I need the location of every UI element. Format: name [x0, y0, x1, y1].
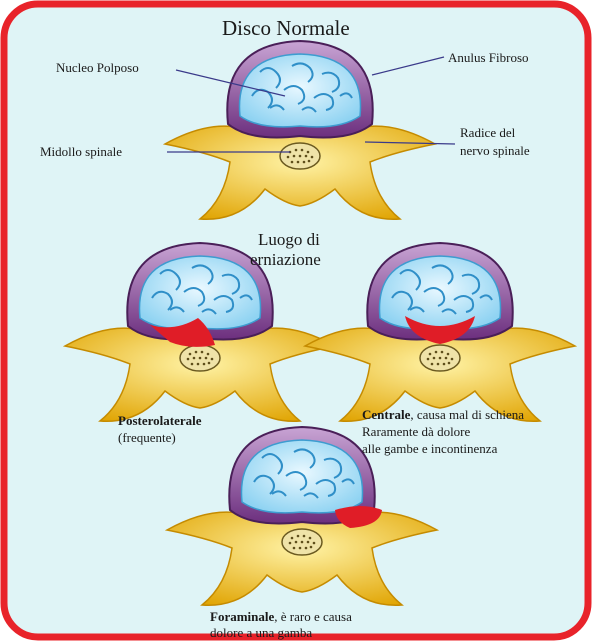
- label-radice-line2: nervo spinale: [460, 143, 530, 159]
- caption-centrale-bold: Centrale: [362, 407, 410, 422]
- caption-foraminale-rest: , è raro e causa: [274, 609, 352, 624]
- caption-centrale-rest: , causa mal di schiena: [410, 407, 524, 422]
- caption-posterolaterale-bold: Posterolaterale: [118, 413, 202, 428]
- label-midollo-spinale: Midollo spinale: [40, 144, 122, 160]
- caption-posterolaterale: Posterolaterale: [118, 413, 202, 429]
- caption-foraminale: Foraminale, è raro e causa: [210, 609, 352, 625]
- caption-foraminale-bold: Foraminale: [210, 609, 274, 624]
- caption-centrale-line2: Raramente dà dolore: [362, 424, 470, 440]
- caption-centrale: Centrale, causa mal di schiena: [362, 407, 524, 423]
- caption-foraminale-line2: dolore a una gamba: [210, 625, 312, 641]
- label-anulus-fibroso: Anulus Fibroso: [448, 50, 529, 66]
- caption-centrale-line3: alle gambe e incontinenza: [362, 441, 497, 457]
- label-radice-line1: Radice del: [460, 125, 515, 141]
- section-title-line2: erniazione: [250, 250, 321, 270]
- caption-posterolaterale-note: (frequente): [118, 430, 176, 446]
- label-nucleo-polposo: Nucleo Polposo: [56, 60, 139, 76]
- diagram-title: Disco Normale: [222, 16, 350, 41]
- section-title-line1: Luogo di: [258, 230, 320, 250]
